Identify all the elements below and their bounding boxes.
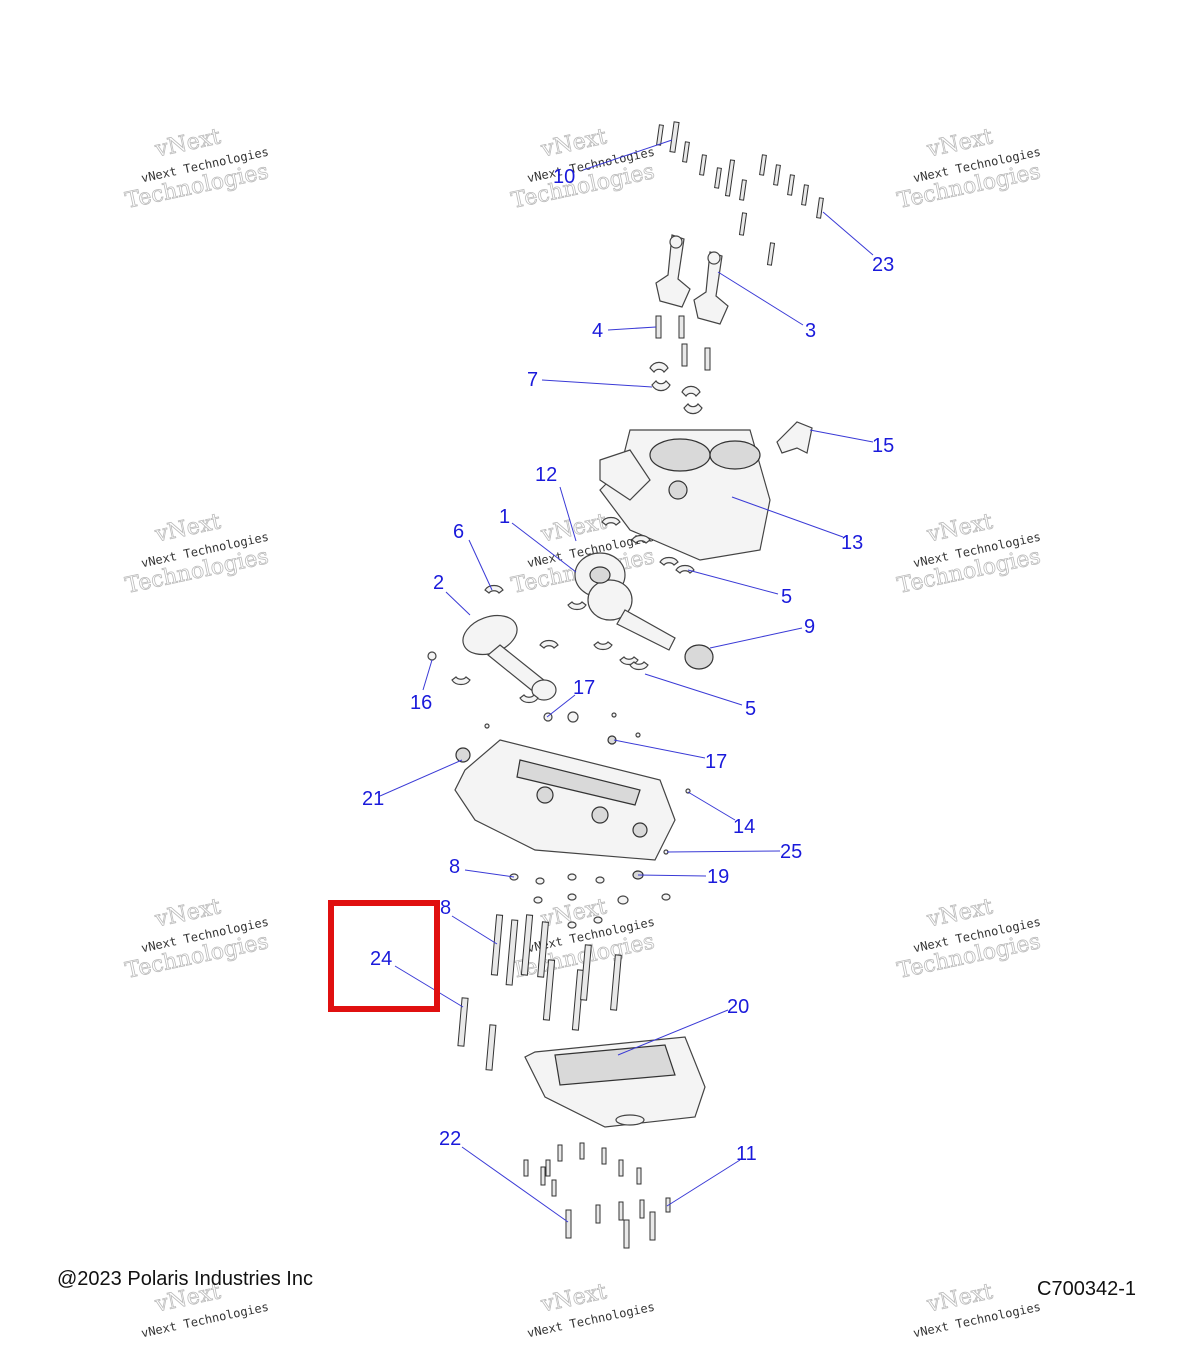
dowels — [484, 711, 691, 855]
callout-7[interactable]: 7 — [527, 369, 538, 391]
callout-12[interactable]: 12 — [535, 464, 557, 486]
callout-8[interactable]: 8 — [449, 856, 460, 878]
callout-16[interactable]: 16 — [410, 692, 432, 714]
callout-14[interactable]: 14 — [733, 816, 755, 838]
crankcase-bolts — [457, 914, 622, 1071]
lower-crankcase — [454, 739, 676, 861]
rod-bearings — [649, 361, 703, 415]
main-bearings — [567, 516, 695, 671]
callout-9[interactable]: 9 — [804, 616, 815, 638]
callout-21[interactable]: 21 — [362, 788, 384, 810]
callout-22[interactable]: 22 — [439, 1128, 461, 1150]
head-bolts — [656, 121, 824, 266]
bracket-15 — [776, 421, 813, 454]
callout-5[interactable]: 5 — [781, 586, 792, 608]
copyright-text: @2023 Polaris Industries Inc — [57, 1268, 313, 1290]
callout-24[interactable]: 24 — [370, 948, 392, 970]
watermark: vNext vNext Technologies Technologies — [123, 894, 271, 984]
oil-pan — [524, 1036, 706, 1128]
watermark: vNext vNext Technologies Technologies — [895, 894, 1043, 984]
callout-17[interactable]: 17 — [573, 677, 595, 699]
callout-17[interactable]: 17 — [705, 751, 727, 773]
callout-15[interactable]: 15 — [872, 435, 894, 457]
callout-6[interactable]: 6 — [453, 521, 464, 543]
callout-1[interactable]: 1 — [499, 506, 510, 528]
callout-23[interactable]: 23 — [872, 254, 894, 276]
connecting-rods — [655, 234, 729, 371]
callout-25[interactable]: 25 — [780, 841, 802, 863]
callout-3[interactable]: 3 — [805, 320, 816, 342]
dowel-16 — [427, 651, 437, 661]
highlight-box — [328, 900, 440, 1012]
oil-seal-9 — [684, 644, 714, 670]
watermark: vNext vNext Technologies Technologies — [509, 124, 657, 214]
callout-11[interactable]: 11 — [736, 1143, 757, 1165]
callout-4[interactable]: 4 — [592, 320, 603, 342]
callout-10[interactable]: 10 — [553, 166, 575, 188]
figure-id: C700342-1 — [1037, 1278, 1136, 1300]
callouts: 10 23 3 4 7 15 12 13 1 6 5 2 9 16 17 5 1… — [362, 166, 894, 1165]
callout-13[interactable]: 13 — [841, 532, 863, 554]
watermark: vNext vNext Technologies Technologies — [123, 509, 271, 599]
watermark: vNext vNext Technologies — [912, 1279, 1042, 1340]
callout-2[interactable]: 2 — [433, 572, 444, 594]
upper-crankcase — [599, 429, 771, 561]
watermark: vNext vNext Technologies Technologies — [895, 124, 1043, 214]
balance-shaft — [451, 584, 559, 704]
callout-8[interactable]: 8 — [440, 897, 451, 919]
callout-20[interactable]: 20 — [727, 996, 749, 1018]
watermark: vNext vNext Technologies — [526, 1279, 656, 1340]
watermark: vNext vNext Technologies Technologies — [895, 509, 1043, 599]
leader-lines — [379, 139, 874, 1223]
callout-19[interactable]: 19 — [707, 866, 729, 888]
crankshaft — [574, 552, 676, 651]
plug-21 — [455, 747, 471, 763]
watermark: vNext vNext Technologies Technologies — [123, 124, 271, 214]
callout-5[interactable]: 5 — [745, 698, 756, 720]
oil-pan-bolts — [523, 1142, 671, 1249]
